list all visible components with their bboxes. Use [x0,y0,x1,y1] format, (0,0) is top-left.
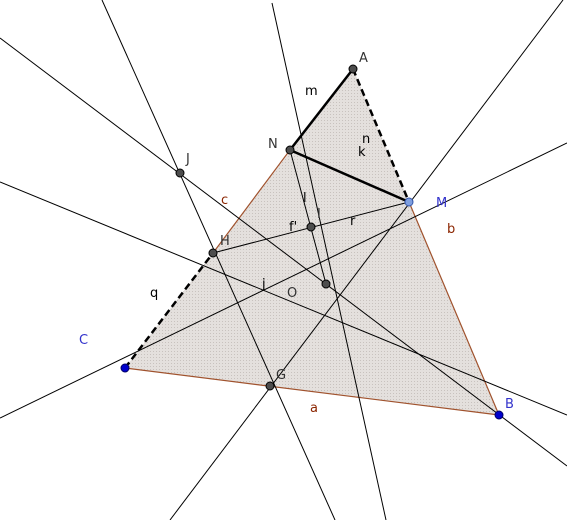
point-h[interactable] [208,248,218,258]
label-i: I [317,207,321,222]
label-segment-n: n [362,132,370,147]
point-b[interactable] [494,410,504,420]
line-through-j-o-b[interactable] [0,37,567,467]
triangle-abc-fill[interactable] [125,69,499,415]
line-through-j-h-g[interactable] [101,0,336,520]
segment-n-dashed[interactable] [351,68,411,203]
line-through-g-o-m[interactable] [169,0,564,520]
label-segment-l: l [303,191,307,206]
label-m: M [436,196,447,211]
segment-n-o[interactable] [289,149,327,285]
label-n: N [268,137,278,152]
line-through-h-o-b[interactable] [0,181,567,416]
label-segment-r: r [350,214,356,229]
label-segment-k: k [358,145,366,160]
point-i[interactable] [306,222,316,232]
point-c[interactable] [120,363,130,373]
label-o: O [287,286,297,301]
line-through-c-m[interactable] [0,142,567,419]
side-a[interactable] [124,367,500,416]
label-a: A [359,51,368,66]
label-segment-q: q [150,286,158,301]
point-g[interactable] [265,381,275,391]
label-b: B [505,397,514,412]
point-o[interactable] [321,279,331,289]
label-segment-f1: f' [289,220,297,235]
line-through-n-i-o[interactable] [271,2,387,520]
label-c: C [79,333,88,348]
segment-m-thick[interactable] [289,68,354,151]
side-c[interactable] [212,149,291,254]
segment-k-thick[interactable] [289,148,410,204]
point-m[interactable] [404,197,414,207]
label-segment-a: a [310,401,318,416]
label-segment-b: b [447,222,455,237]
label-j: J [185,152,190,167]
side-b[interactable] [408,201,500,416]
point-j[interactable] [175,168,185,178]
point-a[interactable] [348,64,358,74]
point-n[interactable] [285,145,295,155]
label-segment-j: j [261,277,266,292]
label-segment-c: c [221,193,228,208]
segment-q-dashed[interactable] [124,252,214,369]
label-g: G [276,368,286,383]
label-segment-m: m [305,84,318,99]
label-h: H [220,234,230,249]
